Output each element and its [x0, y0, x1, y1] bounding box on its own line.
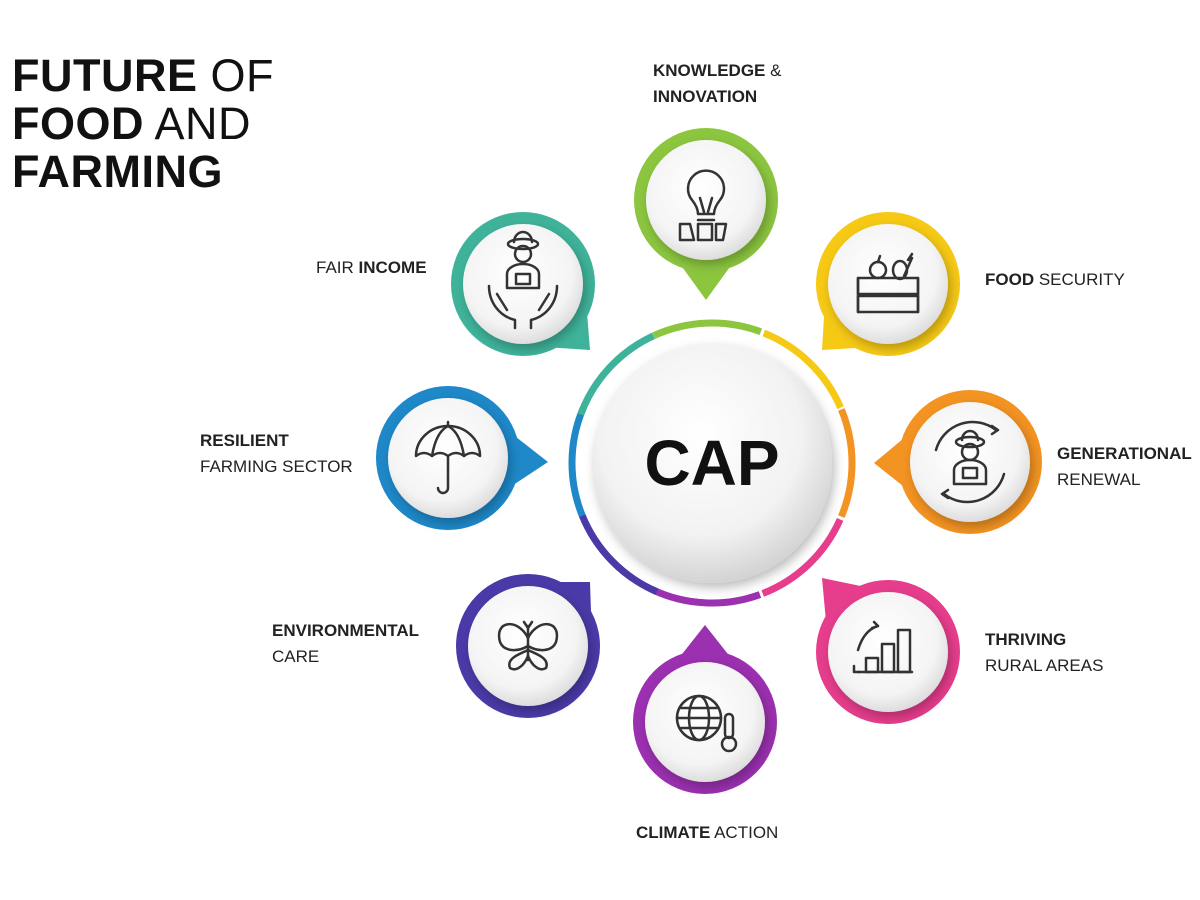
bubble-pointer — [680, 264, 732, 300]
ring-segment-climate — [651, 586, 762, 607]
label-food-security: FOOD SECURITY — [985, 270, 1125, 289]
label-climate-action: CLIMATE ACTION — [636, 823, 779, 842]
ring-segment-environmental — [578, 513, 659, 595]
bubble-pointer — [874, 436, 907, 489]
ring-segment-fair — [577, 332, 655, 416]
ring-segment-thriving — [761, 518, 844, 597]
bubble-knowledge — [634, 128, 778, 300]
ring-segment-knowledge — [652, 319, 763, 339]
farmer-hands-icon — [487, 230, 559, 330]
bubble-food — [816, 212, 960, 356]
label-thriving-rural-areas: THRIVING RURAL AREAS — [985, 630, 1104, 675]
ring-segment-generational — [838, 408, 856, 518]
ring-segment-resilient — [568, 407, 587, 518]
ring-segment-food — [762, 329, 844, 410]
butterfly-leaf-icon — [497, 620, 559, 671]
bubble-generational — [874, 390, 1042, 534]
bubble-face — [910, 402, 1030, 522]
label-environmental-care: ENVIRONMENTAL CARE — [272, 621, 420, 666]
bubble-thriving — [816, 578, 960, 724]
bubble-face — [645, 662, 765, 782]
center-ring — [568, 319, 856, 607]
label-generational-renewal: GENERATIONAL RENEWAL — [1057, 444, 1192, 489]
farmer-renewal-icon — [934, 420, 1006, 504]
cap-label: CAP — [644, 427, 780, 499]
growth-chart-icon — [852, 620, 914, 674]
bubble-face — [646, 140, 766, 260]
label-fair-income: FAIR INCOME — [316, 258, 427, 277]
label-knowledge-innovation: KNOWLEDGE & INNOVATION — [653, 61, 782, 106]
bubble-pointer — [679, 625, 731, 658]
umbrella-icon — [414, 420, 482, 495]
cap-center-circle — [592, 343, 832, 583]
bubble-face — [828, 224, 948, 344]
label-resilient-farming-sector: RESILIENT FARMING SECTOR — [200, 431, 353, 476]
lightbulb-icon — [678, 169, 728, 242]
page-title: FUTURE OF FOOD AND FARMING — [12, 50, 274, 197]
fruit-crate-icon — [856, 252, 920, 314]
bubble-pointer — [510, 434, 548, 487]
bubble-face — [828, 592, 948, 712]
bubble-climate — [633, 625, 777, 794]
bubble-resilient — [376, 386, 548, 530]
globe-thermometer-icon — [675, 694, 738, 753]
